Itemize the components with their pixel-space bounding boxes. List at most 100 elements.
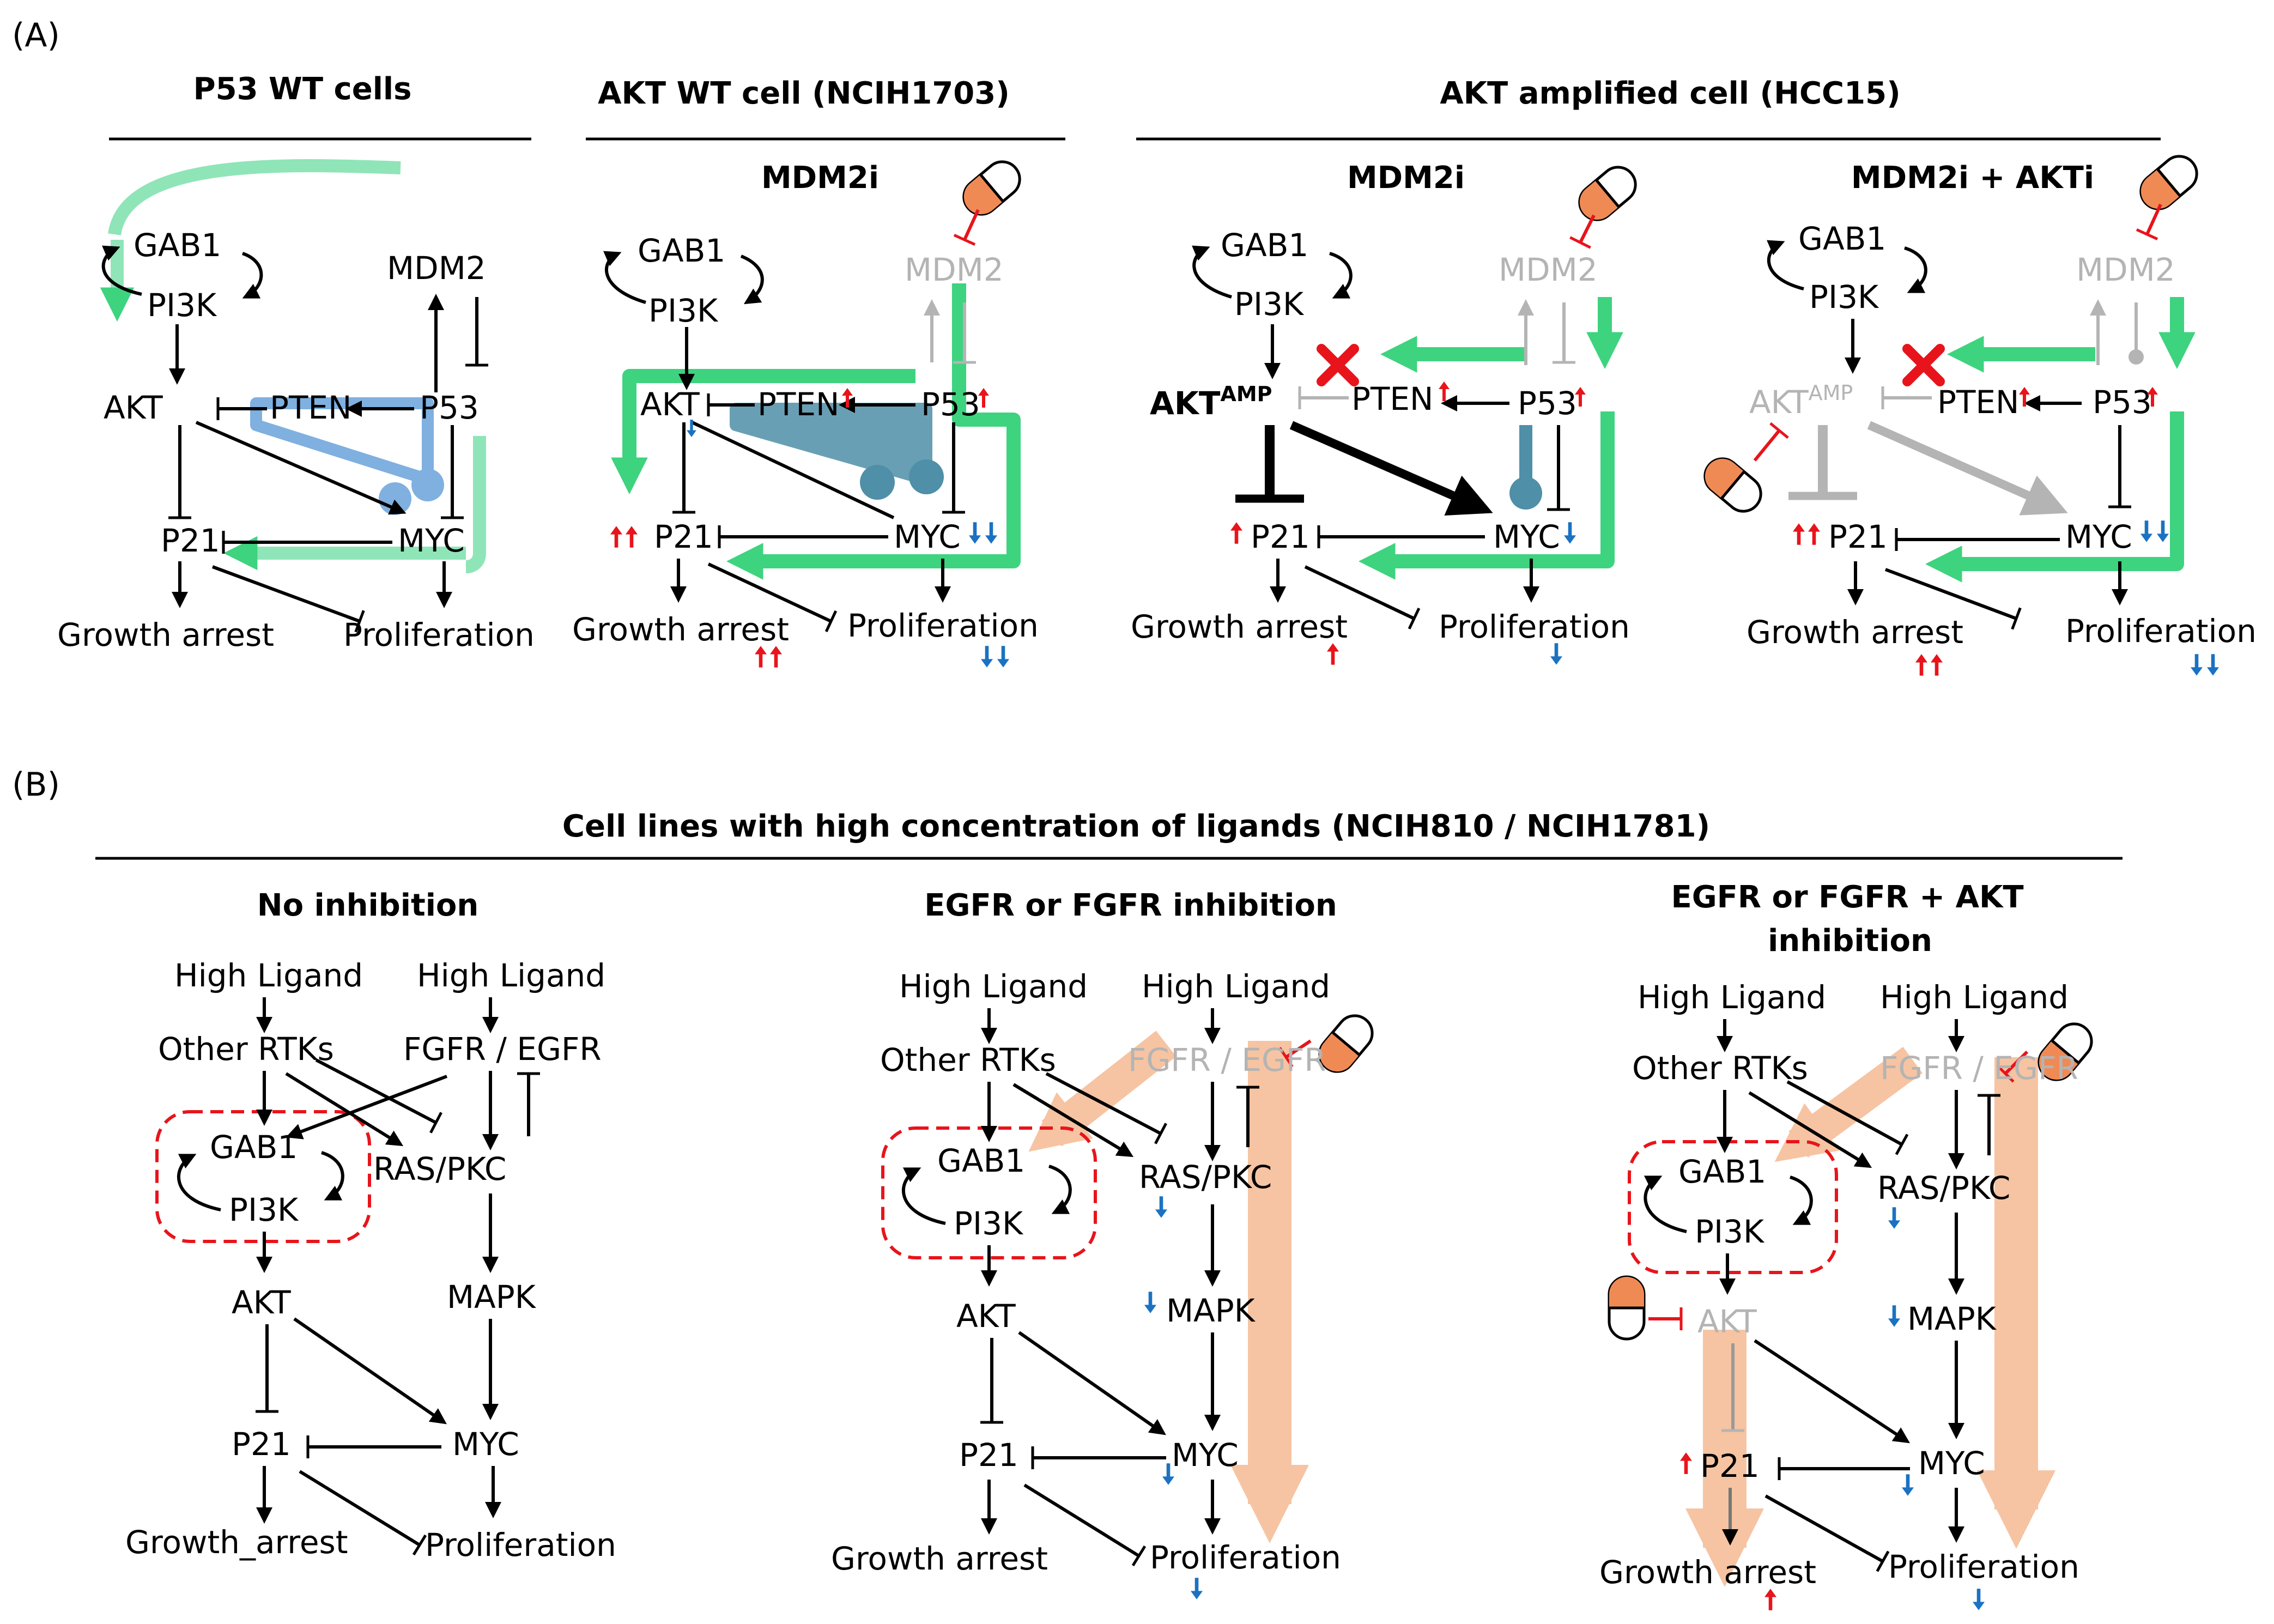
node-myc: MYC [1172,1437,1239,1474]
close-icon [1317,344,1359,386]
node-pi3k: PI3K [1695,1213,1765,1250]
up-arrow-icon [1439,381,1450,401]
node-ras-pkc: RAS/PKC [1139,1159,1272,1196]
drug-pill-icon [957,155,1027,221]
down-arrow-icon [985,522,997,544]
node-mapk: MAPK [447,1278,537,1316]
node-mapk: MAPK [1166,1292,1256,1329]
subheader-mdm2i: MDM2i [1347,160,1465,196]
node-proliferation: Proliferation [1888,1548,2079,1585]
node-mdm2: MDM2 [2076,251,2175,288]
node-p21: P21 [654,518,713,555]
pathway-highlight [1358,411,1615,580]
drug-pill-icon [1698,452,1768,518]
node-pten: PTEN [757,386,839,423]
pathway-highlight [1925,411,2184,583]
panel-label-a: (A) [12,16,60,54]
header-ligand: Cell lines with high concentration of li… [562,809,1710,844]
drug-pill-icon [1609,1277,1644,1339]
pathway-highlight [108,159,401,236]
down-arrow-icon [981,646,993,668]
close-icon [1902,344,1945,386]
up-arrow-icon [770,646,782,668]
subheader-combo-line2: inhibition [1768,923,1932,959]
node-other-rtks: Other RTKs [158,1031,334,1068]
pathway-node [860,465,895,500]
drug-pill-icon [1573,160,1642,227]
node-other-rtks: Other RTKs [1632,1050,1808,1087]
down-arrow-icon [1144,1292,1156,1313]
down-arrow-icon [997,646,1009,668]
down-arrow-icon [2157,520,2169,542]
pathway-highlight [1774,1046,1923,1162]
node-growth-arrest: Growth arrest [572,611,789,648]
node-pi3k: PI3K [229,1191,299,1228]
node-proliferation: Proliferation [847,607,1039,644]
pathway-node [411,469,444,501]
node-myc: MYC [1493,518,1560,555]
pathway-node [1509,477,1542,510]
network-egfr-akt-inhibition: EGFR or FGFR + AKT inhibition High Ligan… [1599,880,2099,1610]
node-gab1: GAB1 [1678,1153,1766,1190]
pathway-node [909,459,944,494]
network-p53-wt: GAB1 PI3K MDM2 AKT PTEN P53 P21 MYC Grow… [57,159,535,653]
node-growth-arrest: Growth_arrest [125,1524,348,1561]
down-arrow-icon [1564,522,1576,544]
up-arrow-icon [626,526,638,548]
gab1-pi3k-module [1628,1140,1838,1274]
node-growth-arrest: Growth arrest [1599,1554,1816,1591]
node-mdm2: MDM2 [387,250,486,287]
down-arrow-icon [1888,1207,1900,1229]
subheader-no-inhibition: No inhibition [257,888,479,923]
node-myc: MYC [2065,518,2132,555]
node-myc: MYC [452,1426,519,1463]
subheader-combo: MDM2i + AKTi [1851,160,2094,196]
node-ras-pkc: RAS/PKC [1877,1169,2010,1207]
subheader-egfr-inhibition: EGFR or FGFR inhibition [924,888,1337,923]
node-p53: P53 [921,386,980,423]
drug-pill-icon [2134,149,2204,216]
network-akt-wt-mdm2i: MDM2i GAB1 PI3K MDM2 AKT PTEN P53 P21 MY… [572,155,1039,668]
up-arrow-icon [1808,523,1820,545]
down-arrow-icon [1973,1589,1985,1610]
up-arrow-icon [1680,1452,1692,1474]
up-arrow-icon [1793,523,1805,545]
node-high-ligand: High Ligand [417,957,605,994]
node-proliferation: Proliferation [1150,1539,1341,1576]
node-pten: PTEN [1937,384,2019,421]
down-arrow-icon [2140,520,2152,542]
node-gab1: GAB1 [1798,220,1886,257]
network-egfr-inhibition: EGFR or FGFR inhibition High Ligand High… [831,888,1379,1599]
down-arrow-icon [2207,654,2219,676]
up-arrow-icon [755,646,767,668]
node-growth-arrest: Growth arrest [831,1540,1048,1577]
node-pten: PTEN [270,389,351,426]
node-growth-arrest: Growth arrest [1131,608,1348,645]
up-arrow-icon [1230,522,1242,544]
node-high-ligand: High Ligand [1142,968,1330,1005]
network-akt-amp-combo: MDM2i + AKTi GAB1 PI3K MDM2 AKTAMP PTEN … [1698,149,2257,676]
node-myc: MYC [894,518,961,555]
node-mdm2: MDM2 [1499,251,1598,288]
node-akt-amp: AKTAMP [1150,382,1272,422]
node-pi3k: PI3K [147,287,217,324]
node-pi3k: PI3K [1234,286,1305,323]
node-high-ligand: High Ligand [899,968,1088,1005]
node-proliferation: Proliferation [1439,608,1630,645]
node-gab1: GAB1 [210,1129,298,1166]
node-fgfr-egfr: FGFR / EGFR [1128,1041,1326,1078]
node-p21: P21 [161,522,220,559]
node-pi3k: PI3K [648,292,719,329]
node-proliferation: Proliferation [425,1526,616,1564]
node-p53: P53 [1518,385,1577,422]
node-akt: AKT [640,386,700,423]
node-ras-pkc: RAS/PKC [373,1150,506,1187]
panel-label-b: (B) [12,766,60,804]
network-akt-amp-mdm2i: MDM2i GAB1 PI3K MDM2 AKTAMP PTEN P53 P21… [1131,160,1642,665]
node-proliferation: Proliferation [343,616,535,653]
node-p21: P21 [1251,518,1310,555]
down-arrow-icon [969,522,981,544]
node-gab1: GAB1 [937,1142,1025,1179]
node-gab1: GAB1 [134,227,221,264]
